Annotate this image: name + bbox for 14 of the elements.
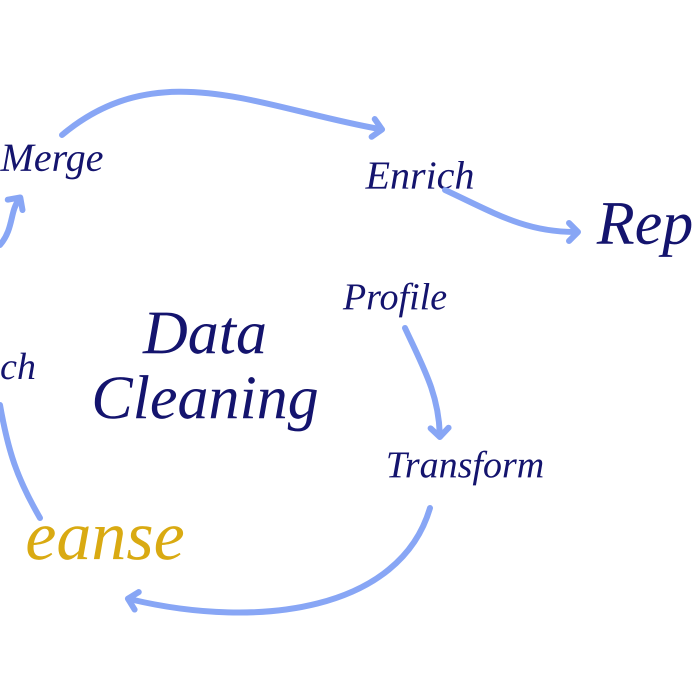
curved-arrow: [0, 194, 26, 248]
step-label: ch: [1, 352, 34, 380]
curved-line: [0, 402, 43, 521]
step-label: Rep: [596, 203, 692, 257]
step-label: Enrich: [365, 160, 473, 190]
step-label: Transform: [388, 450, 543, 486]
center-label: Data Cleaning: [94, 312, 317, 432]
curved-arrow: [442, 187, 581, 244]
step-label: Profile: [342, 282, 446, 318]
curved-arrow: [124, 505, 433, 616]
curved-arrow: [402, 325, 452, 440]
step-label: eanse: [27, 526, 184, 560]
curved-arrow: [59, 88, 386, 140]
step-label: Merge: [0, 144, 103, 180]
